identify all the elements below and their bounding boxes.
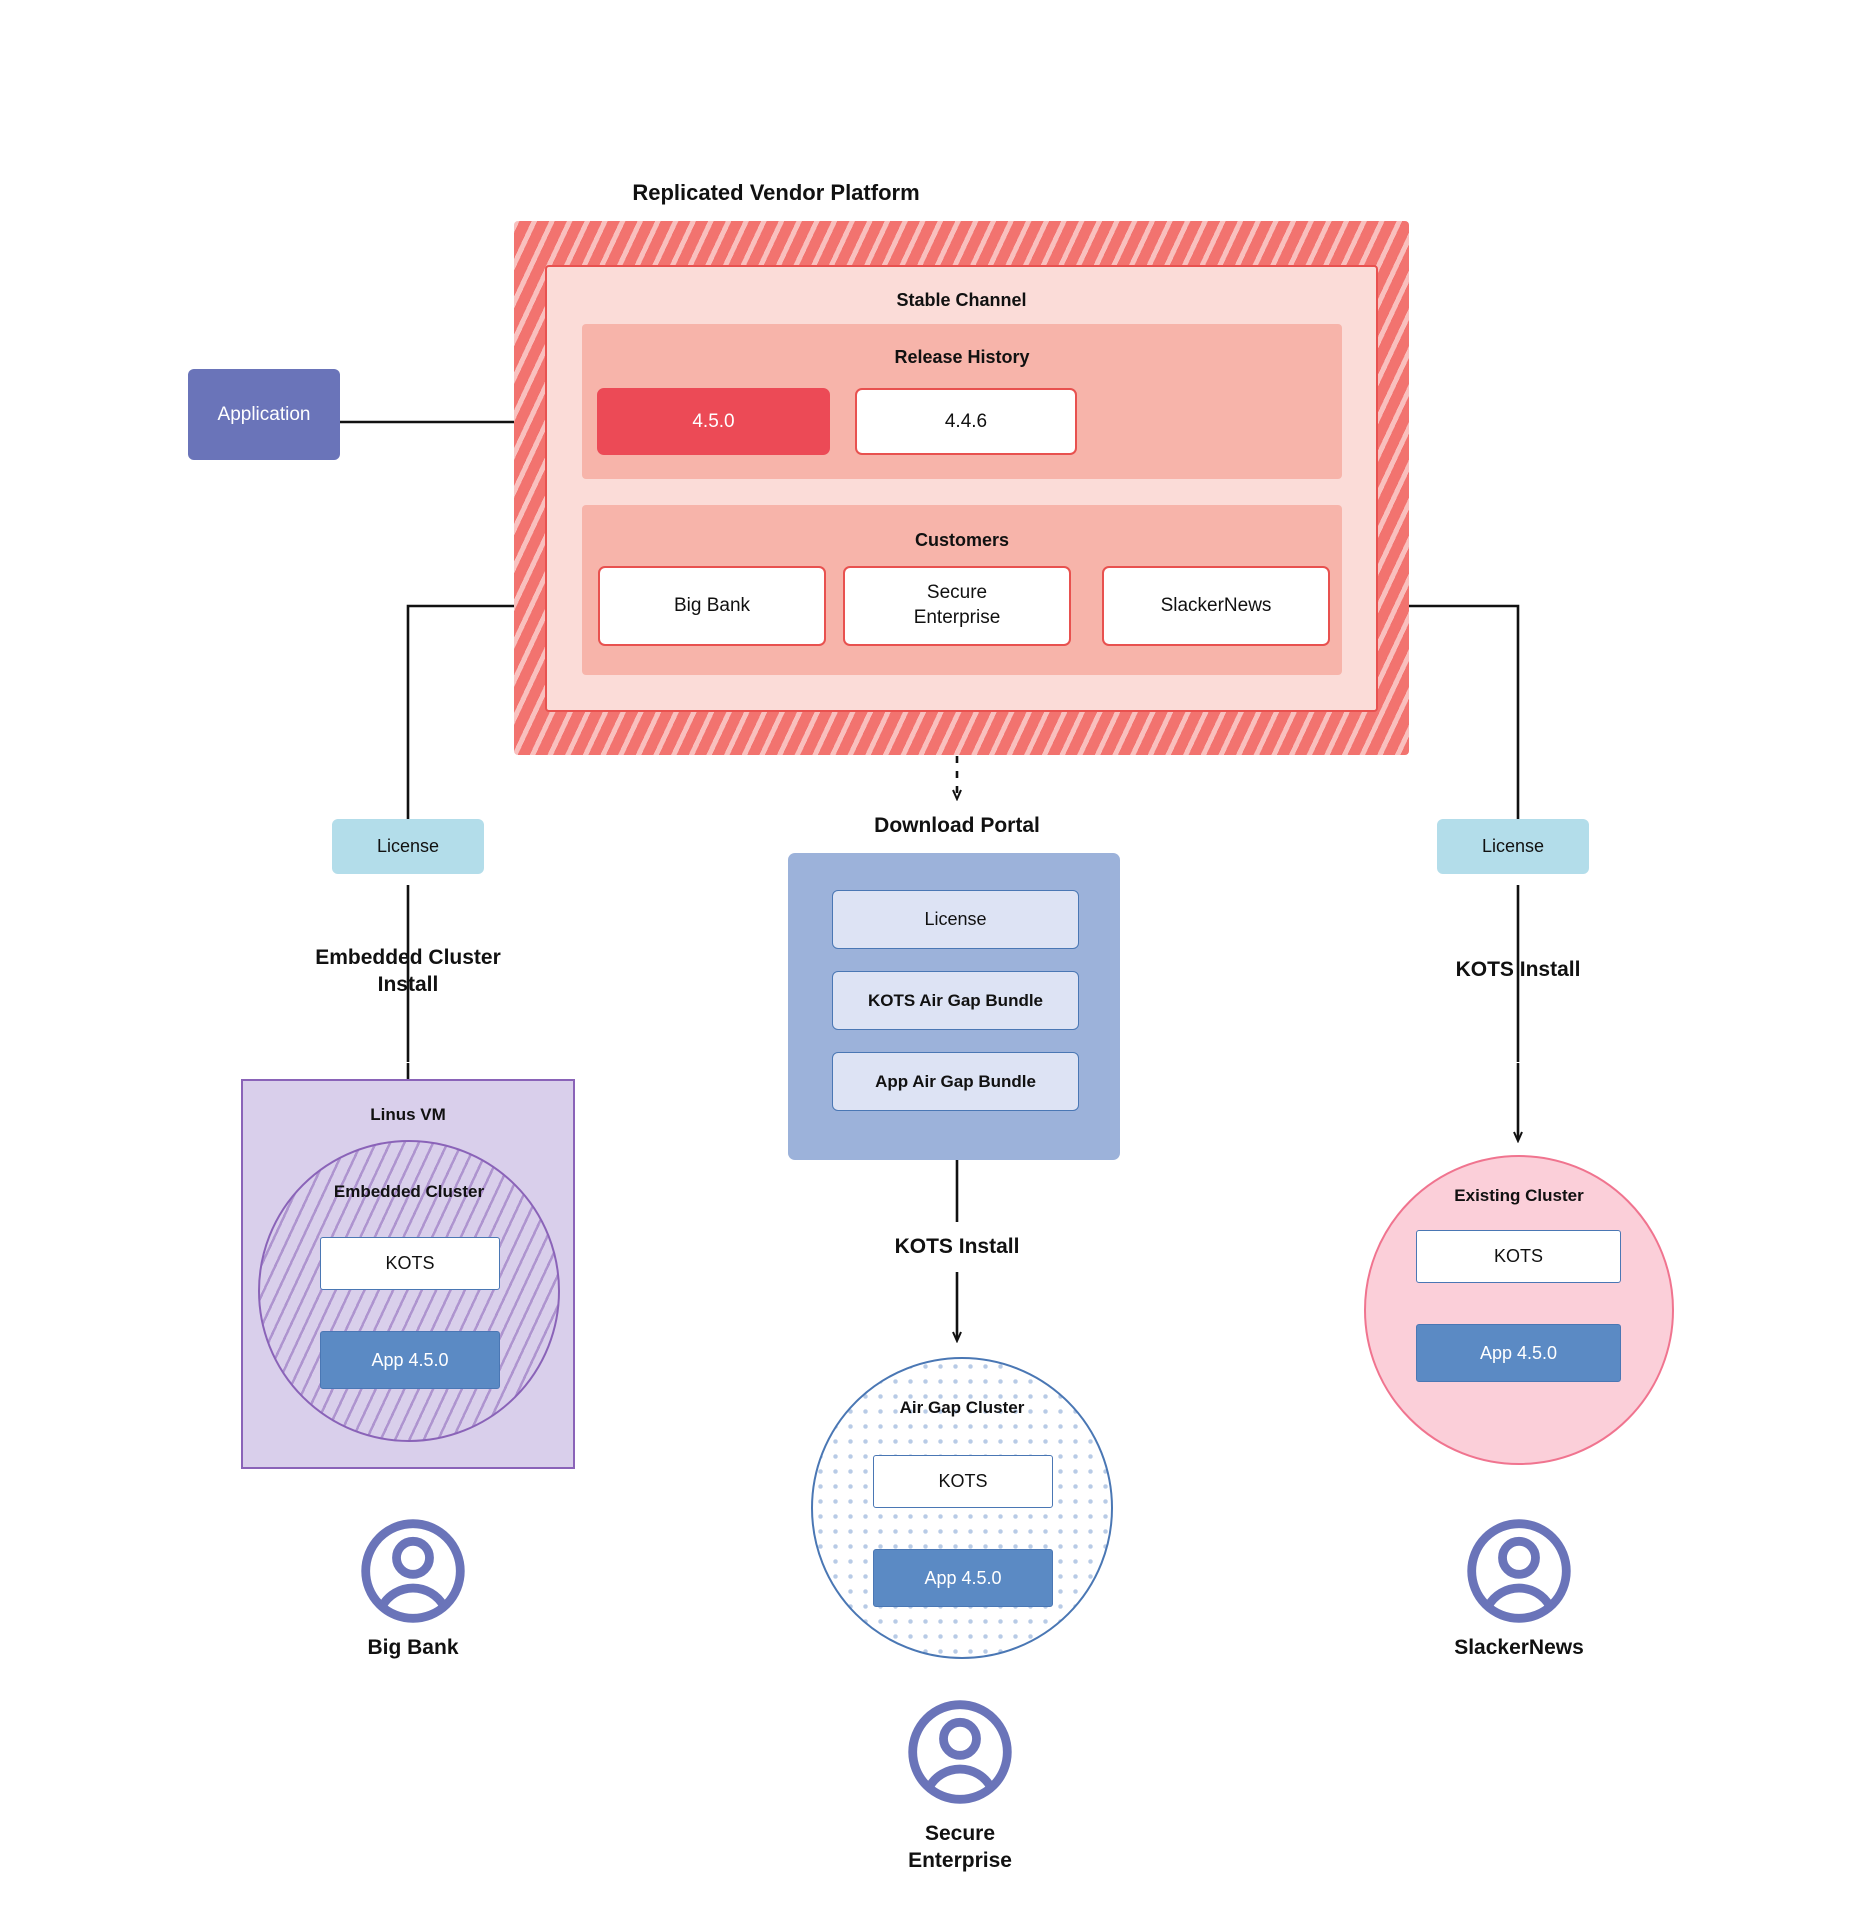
portal-item-license[interactable]: License xyxy=(832,890,1079,949)
license-chip-left[interactable]: License xyxy=(332,819,484,874)
license-chip-right[interactable]: License xyxy=(1437,819,1589,874)
embedded-cluster-circle xyxy=(258,1140,560,1442)
customer-box-big-bank[interactable]: Big Bank xyxy=(598,566,826,646)
customer-box-secure-enterprise[interactable]: Secure Enterprise xyxy=(843,566,1071,646)
embedded-cluster-install-label: Embedded Cluster Install xyxy=(315,946,501,996)
download-portal-title: Download Portal xyxy=(874,814,1040,837)
user-avatar-icon xyxy=(1467,1519,1571,1623)
user-avatar-icon xyxy=(361,1519,465,1623)
app-box-right[interactable]: App 4.5.0 xyxy=(1416,1324,1621,1382)
app-box-left[interactable]: App 4.5.0 xyxy=(320,1331,500,1389)
customer-name-big-bank: Big Bank xyxy=(367,1635,459,1659)
application-box[interactable]: Application xyxy=(188,369,340,460)
stable-channel-label: Stable Channel xyxy=(896,289,1027,310)
app-box-center[interactable]: App 4.5.0 xyxy=(873,1549,1053,1607)
air-gap-cluster-label: Air Gap Cluster xyxy=(899,1398,1025,1417)
air-gap-cluster-circle xyxy=(811,1357,1113,1659)
release-item-current[interactable]: 4.5.0 xyxy=(597,388,830,455)
release-history-label: Release History xyxy=(894,346,1030,367)
kots-box-right[interactable]: KOTS xyxy=(1416,1230,1621,1283)
kots-box-left[interactable]: KOTS xyxy=(320,1237,500,1290)
customers-label: Customers xyxy=(914,529,1010,550)
portal-item-kots-air-gap-bundle[interactable]: KOTS Air Gap Bundle xyxy=(832,971,1079,1030)
kots-install-label-center: KOTS Install xyxy=(894,1235,1020,1258)
customer-name-secure-enterprise: Secure Enterprise xyxy=(908,1822,1012,1873)
release-item[interactable]: 4.4.6 xyxy=(855,388,1077,455)
customer-name-slackernews: SlackerNews xyxy=(1454,1636,1584,1659)
customer-box-slackernews[interactable]: SlackerNews xyxy=(1102,566,1330,646)
user-avatar-icon xyxy=(908,1700,1012,1804)
existing-cluster-label: Existing Cluster xyxy=(1454,1186,1584,1205)
existing-cluster-circle xyxy=(1364,1155,1674,1465)
embedded-cluster-label: Embedded Cluster xyxy=(333,1182,485,1201)
kots-box-center[interactable]: KOTS xyxy=(873,1455,1053,1508)
linux-vm-label: Linus VM xyxy=(370,1105,446,1124)
portal-item-app-air-gap-bundle[interactable]: App Air Gap Bundle xyxy=(832,1052,1079,1111)
page-title: Replicated Vendor Platform xyxy=(632,180,920,205)
kots-install-label-right: KOTS Install xyxy=(1455,958,1581,981)
